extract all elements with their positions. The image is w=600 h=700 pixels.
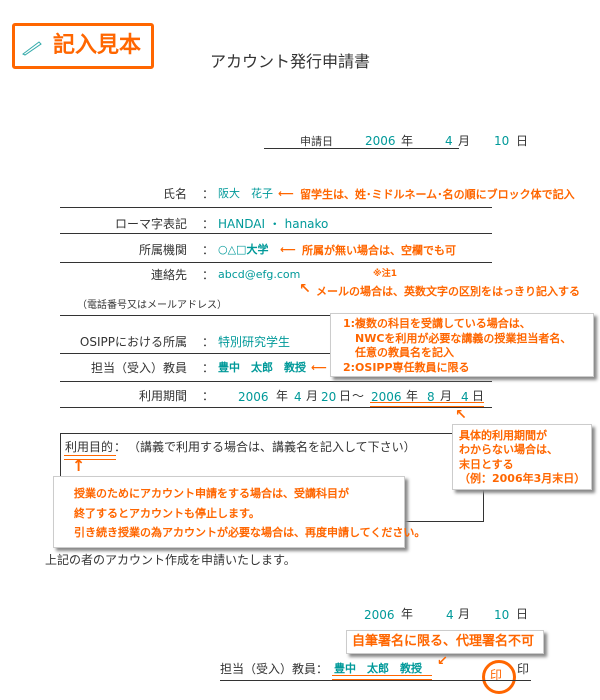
- divider: [60, 381, 492, 382]
- month-unit: 月: [458, 607, 471, 621]
- application-month[interactable]: 4: [445, 134, 453, 148]
- advisor-note-line: NWCを利用が必要な講義の授業担当者名、: [355, 332, 572, 345]
- day-unit: 日: [339, 389, 352, 403]
- colon: ：: [202, 217, 215, 231]
- purpose-note-line: 引き続き授業の為アカウントが必要な場合は、再度申請してください。: [74, 526, 426, 539]
- period-note-line: （例：2006年3月末日）: [459, 472, 586, 485]
- period-note-callout: 具体的利用期間が わからない場合は、 末日とする （例：2006年3月末日）: [452, 424, 592, 490]
- advisor-field[interactable]: 豊中 太郎 教授: [218, 361, 306, 374]
- signature-year[interactable]: 2006: [364, 608, 395, 622]
- seal-circle-label: 印: [490, 668, 503, 682]
- seal-circle: [482, 660, 516, 694]
- signature-highlight: [332, 675, 432, 680]
- advisor-note-line: 任意の教員名を記入: [355, 346, 454, 359]
- name-field[interactable]: 阪大 花子: [218, 187, 273, 200]
- arrow-left-icon: ⟵: [278, 187, 294, 200]
- divider: [60, 207, 492, 208]
- contact-sublabel: （電話番号又はメールアドレス）: [77, 300, 227, 311]
- period-end-day[interactable]: 4: [461, 390, 469, 404]
- purpose-note-line: 授業のためにアカウント申請をする場合は、受講科目が: [74, 487, 349, 500]
- affiliation-label: 所属機関: [138, 243, 187, 257]
- contact-note: メールの場合は、英数文字の区別をはっきり記入する: [316, 285, 580, 298]
- osipp-field[interactable]: 特別研究学生: [218, 335, 291, 349]
- advisor-note-line: 1:複数の科目を受講している場合は、: [343, 317, 531, 330]
- divider: [60, 233, 492, 234]
- colon: ：: [202, 361, 215, 375]
- romaji-label: ローマ字表記: [114, 217, 187, 231]
- period-start-year[interactable]: 2006: [238, 390, 269, 404]
- pen-icon: [22, 41, 42, 56]
- affiliation-note: 所属が無い場合は、空欄でも可: [302, 244, 456, 257]
- contact-label: 連絡先: [150, 268, 187, 282]
- declaration: 上記の者のアカウント作成を申請いたします。: [45, 553, 296, 567]
- year-unit: 年: [401, 134, 414, 148]
- signature-field[interactable]: 豊中 太郎 教授: [334, 662, 422, 675]
- colon: ：: [202, 268, 215, 282]
- divider: [60, 315, 492, 316]
- period-end-month[interactable]: 8: [427, 390, 435, 404]
- period-note-line: 具体的利用期間が: [459, 429, 547, 442]
- application-day[interactable]: 10: [494, 134, 510, 148]
- sample-stamp: 記入見本: [12, 23, 154, 69]
- seal-label: 印: [517, 662, 530, 676]
- signature-label: 担当（受入）教員：: [220, 662, 329, 676]
- name-label: 氏名: [162, 187, 187, 201]
- arrow-up-left-icon: ↖: [299, 281, 311, 297]
- arrow-left-icon: ⟵: [311, 361, 327, 374]
- purpose-hint: （講義で利用する場合は、講義名を記入して下さい）: [128, 440, 416, 454]
- colon: ：: [202, 243, 215, 257]
- year-unit: 年: [401, 607, 414, 621]
- advisor-label: 担当（受入）教員: [90, 361, 187, 375]
- signature-note: 自筆署名に限る、代理署名不可: [352, 634, 535, 649]
- signature-month[interactable]: 4: [446, 608, 454, 622]
- arrow-left-icon: ⟵: [280, 243, 296, 256]
- period-note-line: 末日とする: [459, 458, 514, 471]
- arrow-up-icon: ↑: [72, 456, 86, 475]
- purpose-highlight: [64, 455, 116, 460]
- period-label: 利用期間: [138, 389, 187, 403]
- note-mark: ※注1: [373, 269, 398, 279]
- colon: ：: [202, 335, 215, 349]
- period-start-month[interactable]: 4: [294, 390, 302, 404]
- advisor-note-callout: 1:複数の科目を受講している場合は、 NWCを利用が必要な講義の授業担当者名、 …: [330, 313, 594, 377]
- romaji-field[interactable]: HANDAI ・ hanako: [218, 217, 329, 231]
- arrow-up-left-icon: ↖: [455, 407, 467, 423]
- name-note: 留学生は、姓･ミドルネーム･名の順にブロック体で記入: [300, 188, 575, 201]
- contact-field[interactable]: abcd@efg.com: [218, 268, 301, 281]
- day-unit: 日: [516, 134, 529, 148]
- period-end-year[interactable]: 2006: [371, 390, 402, 404]
- affiliation-field[interactable]: ○△□大学: [218, 243, 269, 256]
- application-year[interactable]: 2006: [365, 134, 396, 148]
- arrow-down-left-icon: ↙: [437, 654, 448, 669]
- advisor-note-line: 2:OSIPP専任教員に限る: [343, 361, 470, 374]
- purpose-label: 利用目的: [65, 440, 114, 454]
- stamp-label: 記入見本: [53, 33, 142, 58]
- signature-note-callout: 自筆署名に限る、代理署名不可: [346, 630, 544, 654]
- signature-day[interactable]: 10: [494, 608, 510, 622]
- year-unit: 年: [276, 389, 289, 403]
- year-unit: 年: [406, 389, 419, 403]
- page-title: アカウント発行申請書: [210, 52, 371, 71]
- period-start-day[interactable]: 20: [321, 390, 337, 404]
- application-date-label: 申請日: [300, 135, 333, 148]
- period-note-line: わからない場合は、: [459, 443, 558, 456]
- tilde: ～: [352, 389, 365, 403]
- date-underline: [264, 148, 459, 149]
- signature-underline: [220, 680, 531, 681]
- divider: [60, 353, 492, 354]
- end-date-highlight: [370, 402, 484, 407]
- divider: [60, 407, 492, 408]
- colon: ：: [114, 440, 127, 454]
- month-unit: 月: [440, 389, 453, 403]
- divider: [60, 262, 492, 263]
- purpose-note-callout: 授業のためにアカウント申請をする場合は、受講科目が 終了するとアカウントも停止し…: [53, 476, 425, 548]
- colon: ：: [202, 389, 215, 403]
- month-unit: 月: [458, 134, 471, 148]
- purpose-note-line: 終了するとアカウントも停止します。: [74, 507, 260, 520]
- colon: ：: [202, 187, 215, 201]
- osipp-label: OSIPPにおける所属: [79, 335, 187, 349]
- day-unit: 日: [472, 389, 485, 403]
- month-unit: 月: [306, 389, 319, 403]
- day-unit: 日: [516, 607, 529, 621]
